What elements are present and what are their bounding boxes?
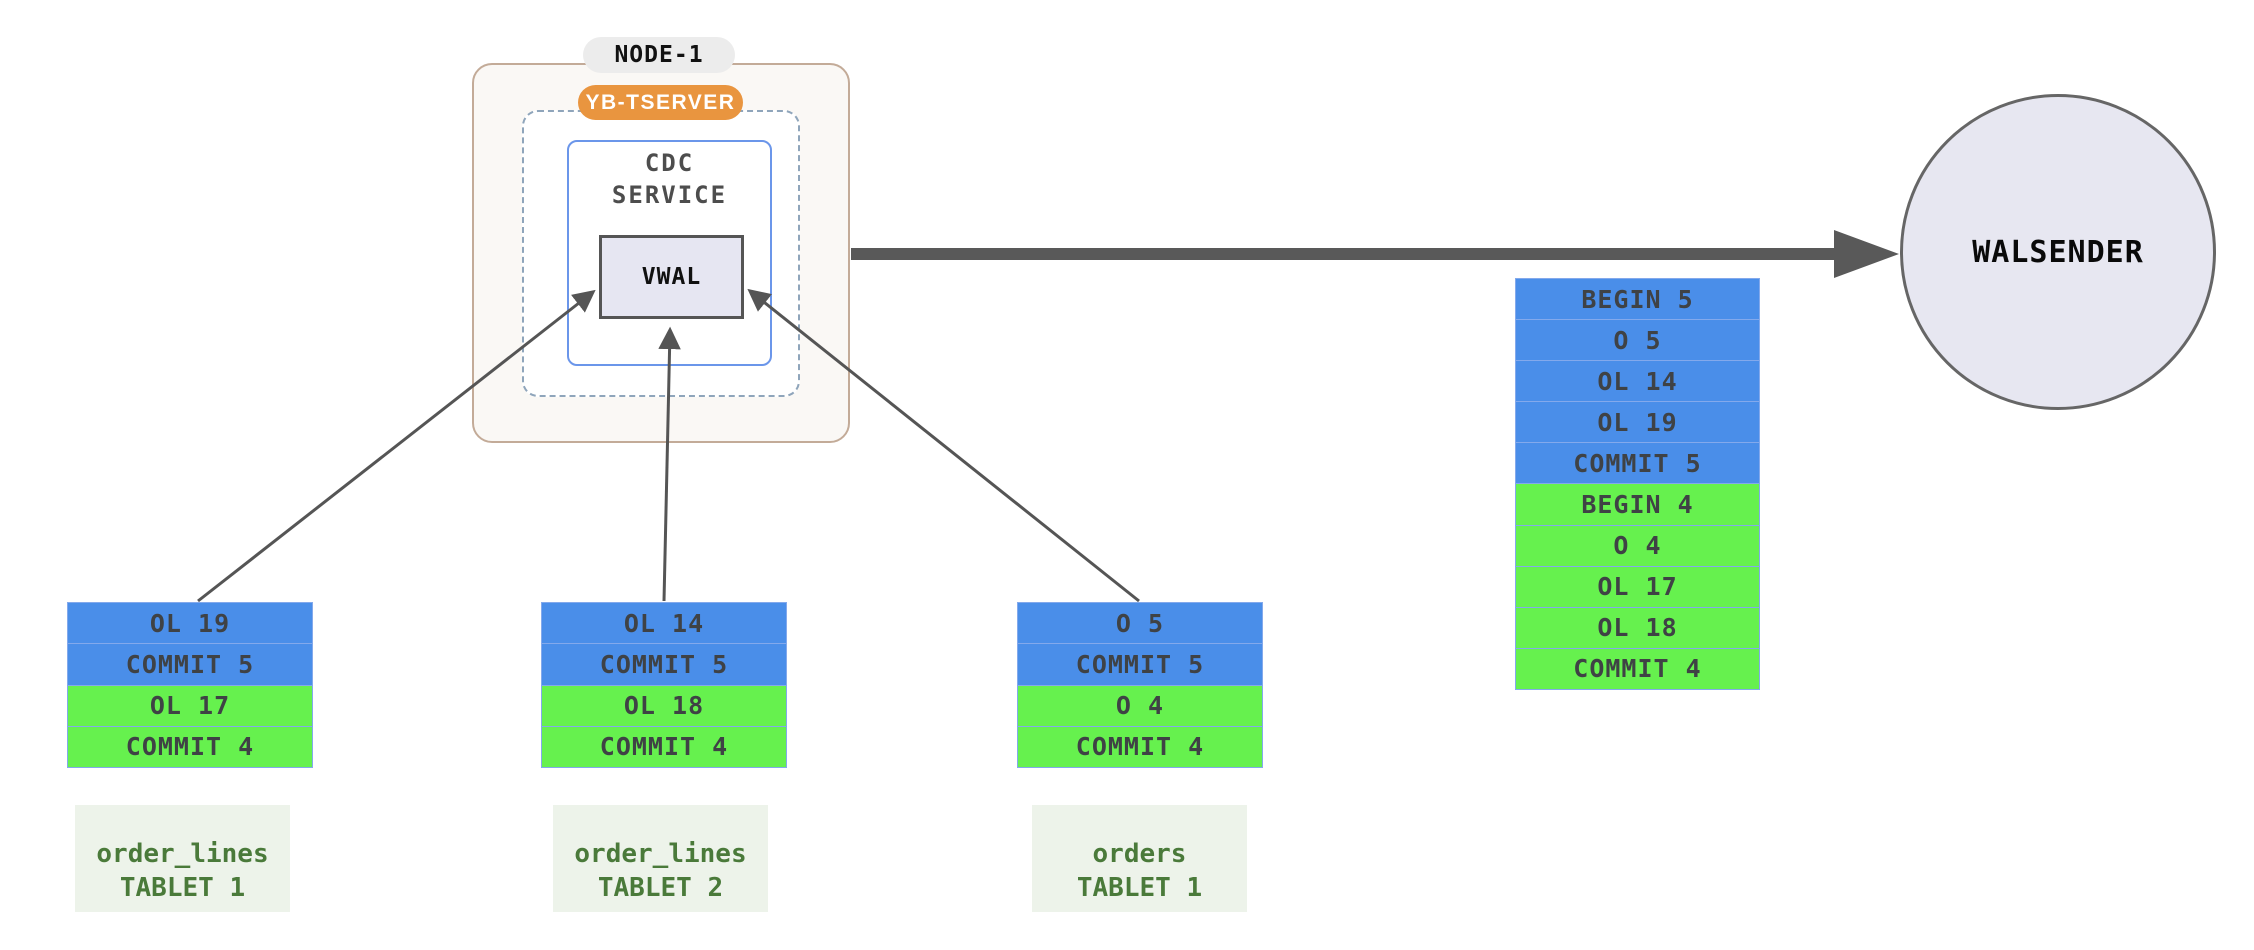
wal-record: O 5 (1515, 319, 1760, 362)
wal-record: COMMIT 4 (1515, 647, 1760, 690)
cdc-service-label-line2: SERVICE (611, 181, 728, 210)
wal-record: COMMIT 4 (541, 725, 787, 768)
tablet-label-tablet-id: TABLET 1 (119, 872, 246, 903)
wal-record: OL 14 (1515, 360, 1760, 403)
walsender-label: WALSENDER (1972, 234, 2144, 270)
wal-record: COMMIT 5 (1515, 442, 1760, 485)
wal-record: COMMIT 4 (1017, 725, 1263, 768)
wal-record: OL 19 (1515, 401, 1760, 444)
order-lines-tablet2-label: order_lines TABLET 2 (553, 805, 768, 912)
tablet-label-tablet-id: TABLET 1 (1076, 872, 1203, 903)
yb-tserver-badge: YB-TSERVER (578, 85, 743, 120)
tablet-label-table-name: order_lines (96, 839, 269, 870)
wal-record: OL 18 (541, 684, 787, 727)
walsender-circle: WALSENDER (1900, 94, 2216, 410)
order-lines-tablet2-stack: OL 14 COMMIT 5 OL 18 COMMIT 4 (541, 602, 787, 768)
merged-wal-stream-stack: BEGIN 5 O 5 OL 14 OL 19 COMMIT 5 BEGIN 4… (1515, 278, 1760, 690)
vwal-label: VWAL (641, 264, 702, 290)
wal-record: O 4 (1017, 684, 1263, 727)
wal-record: BEGIN 4 (1515, 483, 1760, 526)
wal-record: COMMIT 5 (67, 643, 313, 686)
node1-label: NODE-1 (583, 37, 735, 73)
orders-tablet1-stack: O 5 COMMIT 5 O 4 COMMIT 4 (1017, 602, 1263, 768)
wal-record: OL 17 (67, 684, 313, 727)
wal-record: COMMIT 5 (541, 643, 787, 686)
wal-record: COMMIT 5 (1017, 643, 1263, 686)
orders-tablet1-label: orders TABLET 1 (1032, 805, 1247, 912)
vwal-box: VWAL (599, 235, 744, 319)
wal-record: OL 14 (541, 602, 787, 645)
tablet-label-tablet-id: TABLET 2 (597, 872, 724, 903)
wal-record: OL 18 (1515, 606, 1760, 649)
wal-record: O 5 (1017, 602, 1263, 645)
wal-record: BEGIN 5 (1515, 278, 1760, 321)
wal-record: OL 19 (67, 602, 313, 645)
order-lines-tablet1-label: order_lines TABLET 1 (75, 805, 290, 912)
wal-record: COMMIT 4 (67, 725, 313, 768)
tablet-label-table-name: order_lines (574, 839, 747, 870)
order-lines-tablet1-stack: OL 19 COMMIT 5 OL 17 COMMIT 4 (67, 602, 313, 768)
wal-record: O 4 (1515, 524, 1760, 567)
tablet-label-table-name: orders (1092, 839, 1187, 870)
wal-record: OL 17 (1515, 565, 1760, 608)
cdc-service-label-line1: CDC (644, 149, 695, 177)
vwal-to-walsender-arrow-head (1834, 230, 1899, 278)
cdc-service-label: CDC SERVICE (567, 147, 772, 212)
